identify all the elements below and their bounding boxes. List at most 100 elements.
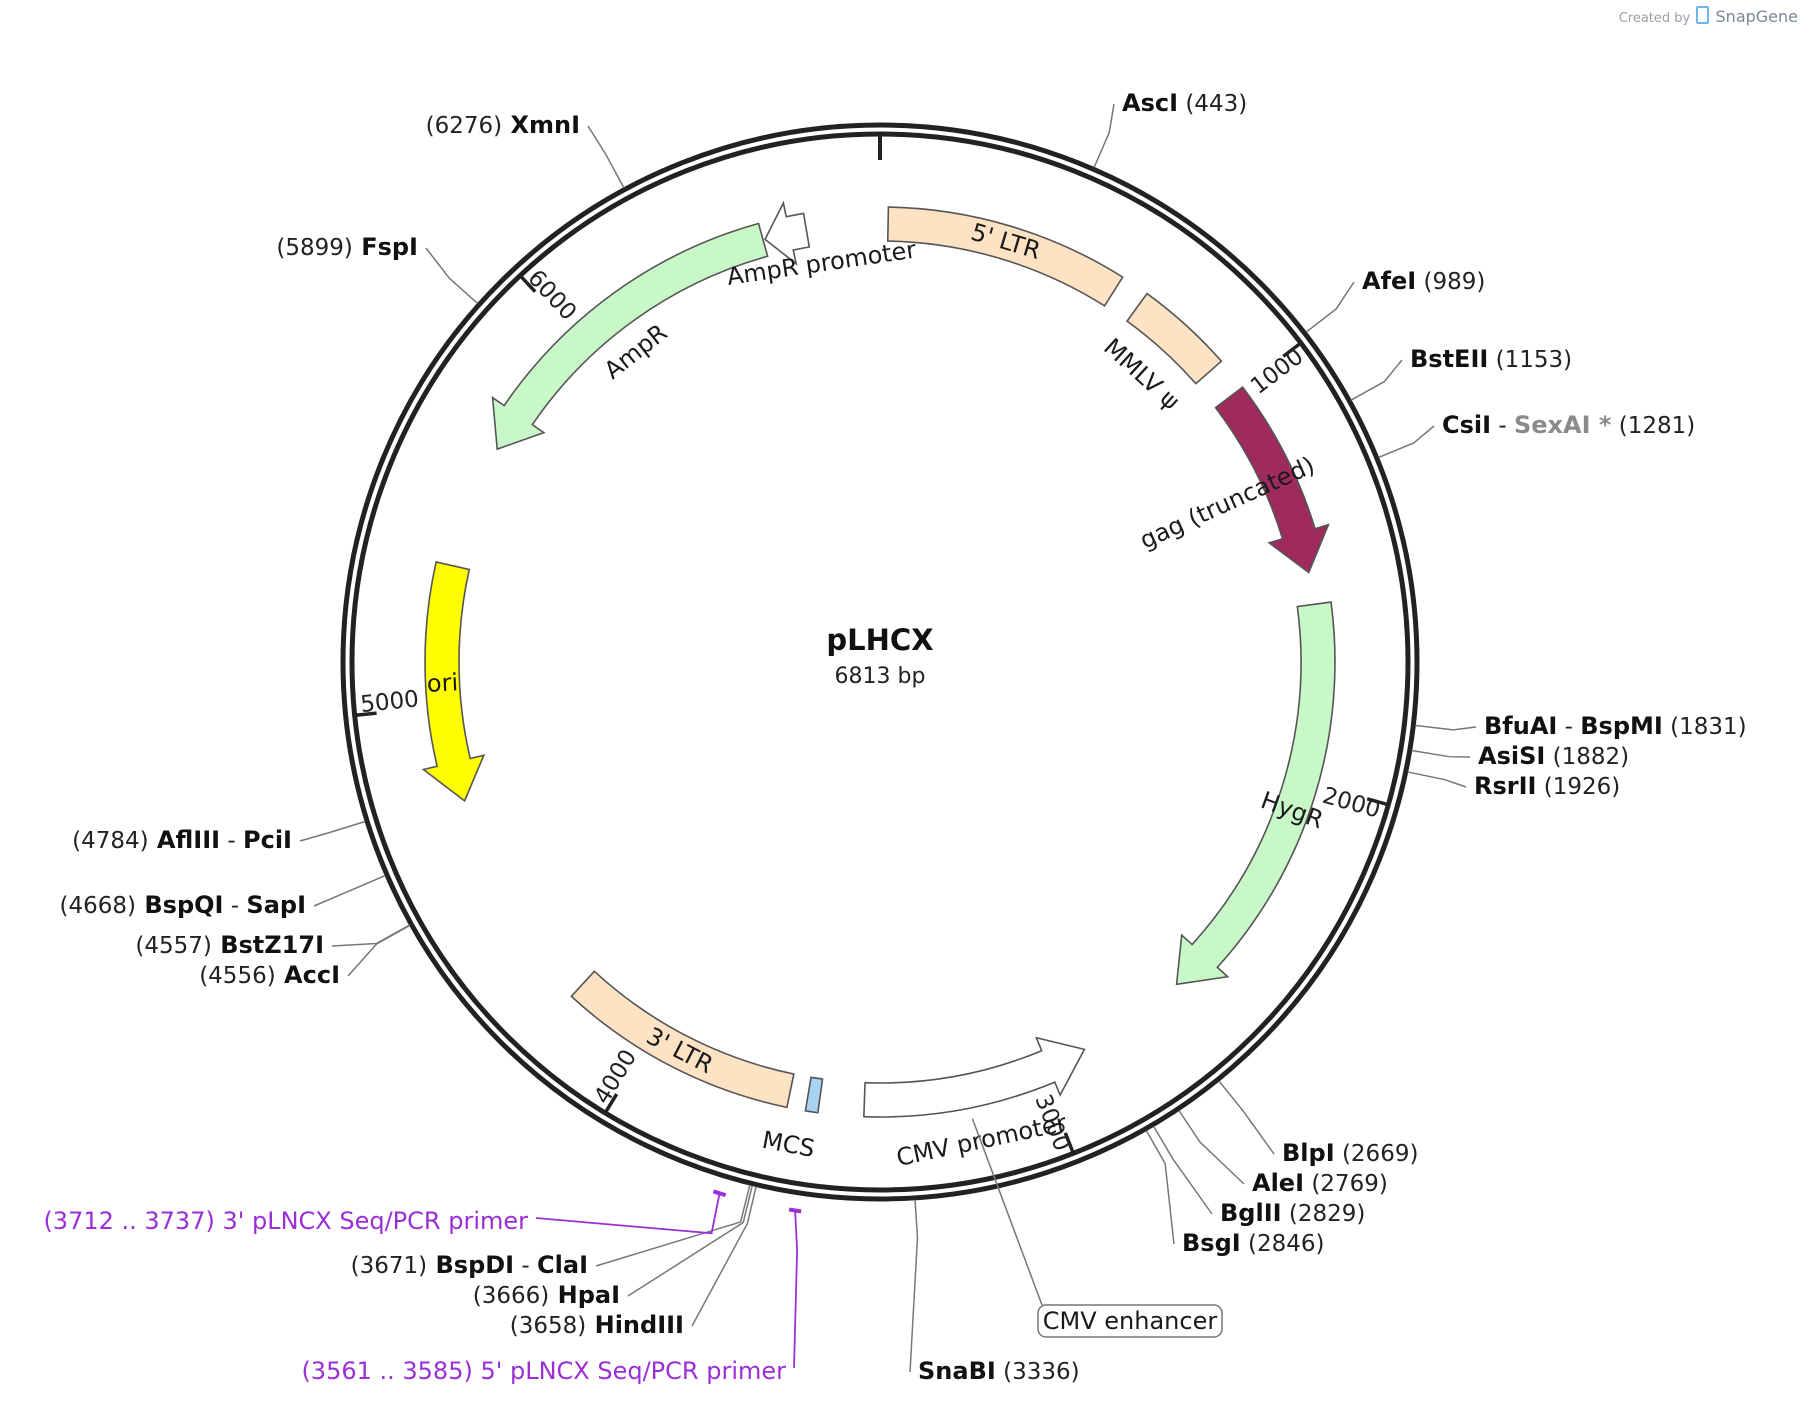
site-separator: - (1491, 413, 1514, 439)
snapgene-logo-icon (1696, 6, 1710, 24)
feature-ori[interactable]: ori (421, 561, 486, 803)
site-enzyme-name: BstZ17I (212, 931, 324, 959)
site-position: (2829) (1282, 1201, 1366, 1227)
site-position: (3336) (996, 1359, 1080, 1385)
tick-label-5000: 5000 (359, 686, 420, 718)
site-snabi[interactable]: SnaBI (3336) (918, 1357, 1080, 1385)
site-label-text[interactable]: SnaBI (3336) (918, 1357, 1080, 1385)
site-label-text[interactable]: AfeI (989) (1362, 267, 1485, 295)
primer-leader (535, 1193, 721, 1235)
site-label-text[interactable]: BstEII (1153) (1410, 345, 1572, 373)
feature-3-ltr[interactable]: 3' LTR (570, 970, 795, 1109)
feature-shape-ori[interactable] (421, 561, 486, 803)
leader-line-blpi (1218, 1080, 1275, 1155)
site-alei[interactable]: AleI (2769) (1252, 1169, 1388, 1197)
site-bsgi[interactable]: BsgI (2846) (1182, 1229, 1324, 1257)
site-label-text[interactable]: RsrII (1926) (1474, 772, 1620, 800)
feature-shape-ampr-promoter[interactable] (764, 200, 811, 266)
site-csii-sexai[interactable]: CsiI - SexAI * (1281) (1442, 411, 1695, 439)
primer-3-plncx-seq-pcr-primer[interactable]: (3712 .. 3737) 3' pLNCX Seq/PCR primer (43, 1189, 727, 1235)
leader-line-xmni (587, 125, 625, 189)
feature-shape-mmlv-psi[interactable] (1125, 292, 1223, 385)
site-label-text[interactable]: (4668) BspQI - SapI (60, 891, 306, 919)
site-acci[interactable]: (4556) AccI (199, 961, 340, 989)
boxed-label-frame[interactable] (1037, 1304, 1223, 1338)
tick-1000 (1282, 342, 1301, 358)
leader-line-afei (1305, 281, 1355, 333)
site-enzyme-name: BsgI (1182, 1229, 1241, 1257)
site-afei[interactable]: AfeI (989) (1362, 267, 1485, 295)
site-rsrii[interactable]: RsrII (1926) (1474, 772, 1620, 800)
site-fspi[interactable]: (5899) FspI (276, 233, 418, 261)
leader-lines (299, 103, 1477, 1373)
site-label-text[interactable]: AleI (2769) (1252, 1169, 1388, 1197)
feature-shape-mcs[interactable] (804, 1076, 824, 1114)
site-enzyme-name: BspMI (1580, 712, 1663, 740)
site-label-text[interactable]: (4784) AflIII - PciI (72, 826, 292, 854)
site-asci[interactable]: AscI (443) (1122, 89, 1247, 117)
backbone-outer-ring (340, 122, 1420, 1202)
leader-line-fspi (425, 247, 479, 304)
leader-line-rsrii (1407, 771, 1467, 788)
boxed-label-cmv-enhancer[interactable]: CMV enhancer (971, 1118, 1223, 1338)
tick-2000 (1366, 797, 1387, 806)
site-label-text[interactable]: (6276) XmnI (426, 111, 580, 139)
site-bspqi-sapi[interactable]: (4668) BspQI - SapI (60, 891, 306, 919)
site-asisi[interactable]: AsiSI (1882) (1478, 742, 1629, 770)
feature-hygr[interactable]: HygR (1175, 601, 1336, 986)
feature-shape-hygr[interactable] (1175, 601, 1336, 986)
site-hpai[interactable]: (3666) HpaI (473, 1281, 620, 1309)
site-bsteii[interactable]: BstEII (1153) (1410, 345, 1572, 373)
site-label-text[interactable]: (3658) HindIII (510, 1311, 684, 1339)
site-enzyme-name: BglII (1220, 1199, 1282, 1227)
site-bstz17i[interactable]: (4557) BstZ17I (135, 931, 324, 959)
primer-name: 5' pLNCX Seq/PCR primer (473, 1357, 786, 1385)
site-enzyme-name: AleI (1252, 1169, 1304, 1197)
site-label-text[interactable]: (3671) BspDI - ClaI (351, 1251, 588, 1279)
feature-ampr[interactable]: AmpR (491, 222, 769, 451)
site-xmni[interactable]: (6276) XmnI (426, 111, 580, 139)
feature-gag-truncated[interactable]: gag (truncated) (1136, 386, 1330, 574)
site-label-text[interactable]: BfuAI - BspMI (1831) (1484, 712, 1747, 740)
site-label-text[interactable]: BglII (2829) (1220, 1199, 1365, 1227)
site-bspdi-clai[interactable]: (3671) BspDI - ClaI (351, 1251, 588, 1279)
site-label-text[interactable]: AscI (443) (1122, 89, 1247, 117)
site-hindiii[interactable]: (3658) HindIII (510, 1311, 684, 1339)
site-label-text[interactable]: (5899) FspI (276, 233, 418, 261)
snapgene-credit: Created by SnapGene (1619, 6, 1798, 26)
site-label-text[interactable]: (3666) HpaI (473, 1281, 620, 1309)
site-label-text[interactable]: CsiI - SexAI * (1281) (1442, 411, 1695, 439)
site-enzyme-name: AccI (276, 961, 340, 989)
site-enzyme-name: BlpI (1282, 1139, 1335, 1167)
tick-3000 (1063, 1132, 1075, 1153)
site-label-text[interactable]: AsiSI (1882) (1478, 742, 1629, 770)
credit-prefix: Created by (1618, 11, 1691, 26)
site-enzyme-name: BspQI (136, 891, 223, 919)
primer-label[interactable]: (3712 .. 3737) 3' pLNCX Seq/PCR primer (43, 1207, 528, 1235)
feature-shape-ampr[interactable] (491, 222, 769, 451)
leader-line-bspqi (313, 874, 386, 907)
leader-line-bfuai (1415, 724, 1477, 731)
plasmid-size: 6813 bp (835, 664, 926, 689)
primer-5-plncx-seq-pcr-primer[interactable]: (3561 .. 3585) 5' pLNCX Seq/PCR primer (301, 1207, 802, 1385)
site-bglii[interactable]: BglII (2829) (1220, 1199, 1365, 1227)
site-position: (6276) (426, 113, 502, 139)
primer-label[interactable]: (3561 .. 3585) 5' pLNCX Seq/PCR primer (301, 1357, 786, 1385)
feature-shape-3-ltr[interactable] (570, 970, 795, 1109)
site-blpi[interactable]: BlpI (2669) (1282, 1139, 1418, 1167)
site-bfuai-bspmi[interactable]: BfuAI - BspMI (1831) (1484, 712, 1747, 740)
feature-shape-cmv-promoter[interactable] (863, 1036, 1086, 1118)
site-afliii-pcii[interactable]: (4784) AflIII - PciI (72, 826, 292, 854)
site-label-text[interactable]: (4556) AccI (199, 961, 340, 989)
site-separator: - (1557, 714, 1580, 740)
feature-shape-5-ltr[interactable] (886, 206, 1124, 307)
feature-mmlv-psi[interactable]: MMLV ψ (1098, 292, 1223, 416)
leader-line-hpai (627, 1185, 753, 1297)
feature-shape-gag-truncated[interactable] (1214, 386, 1330, 574)
site-label-text[interactable]: BlpI (2669) (1282, 1139, 1418, 1167)
site-label-text[interactable]: (4557) BstZ17I (135, 931, 324, 959)
site-position: (2669) (1335, 1141, 1419, 1167)
feature-5-ltr[interactable]: 5' LTR (886, 206, 1124, 307)
site-label-text[interactable]: BsgI (2846) (1182, 1229, 1324, 1257)
site-position: (5899) (276, 235, 352, 261)
